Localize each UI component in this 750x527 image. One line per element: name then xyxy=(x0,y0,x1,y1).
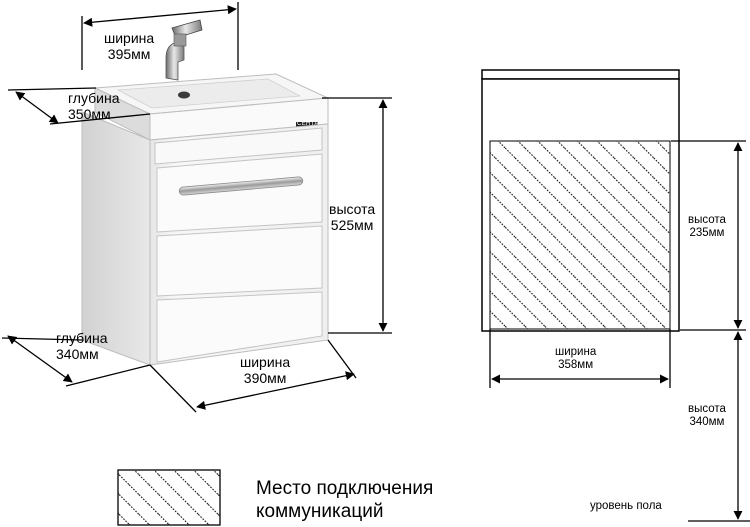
sink-width-label: ширина 395мм xyxy=(104,30,155,63)
cabinet-depth-label: глубина 340мм xyxy=(56,330,108,363)
floor-level-label: уровень пола xyxy=(590,500,662,512)
zone-height-label: высота 235мм xyxy=(688,214,726,240)
faucet-image xyxy=(165,19,203,81)
left-dimension-lines xyxy=(1,2,392,413)
cabinet-width-label: ширина 390мм xyxy=(240,354,291,387)
zone-width-label: ширина 358мм xyxy=(555,346,597,372)
floor-height-label: высота 340мм xyxy=(688,403,726,429)
vanity-cabinet-illustration xyxy=(81,19,330,366)
legend-hatch-swatch xyxy=(117,469,221,526)
right-dimension-lines xyxy=(489,140,750,522)
connection-zone-hatch xyxy=(489,140,671,330)
legend-label: Место подключения коммуникаций xyxy=(256,478,434,522)
brand-badge: СЕНТА xyxy=(297,121,319,127)
front-schematic xyxy=(481,69,680,332)
sink-depth-label: глубина 350мм xyxy=(68,90,120,123)
height-label: высота 525мм xyxy=(329,201,376,234)
